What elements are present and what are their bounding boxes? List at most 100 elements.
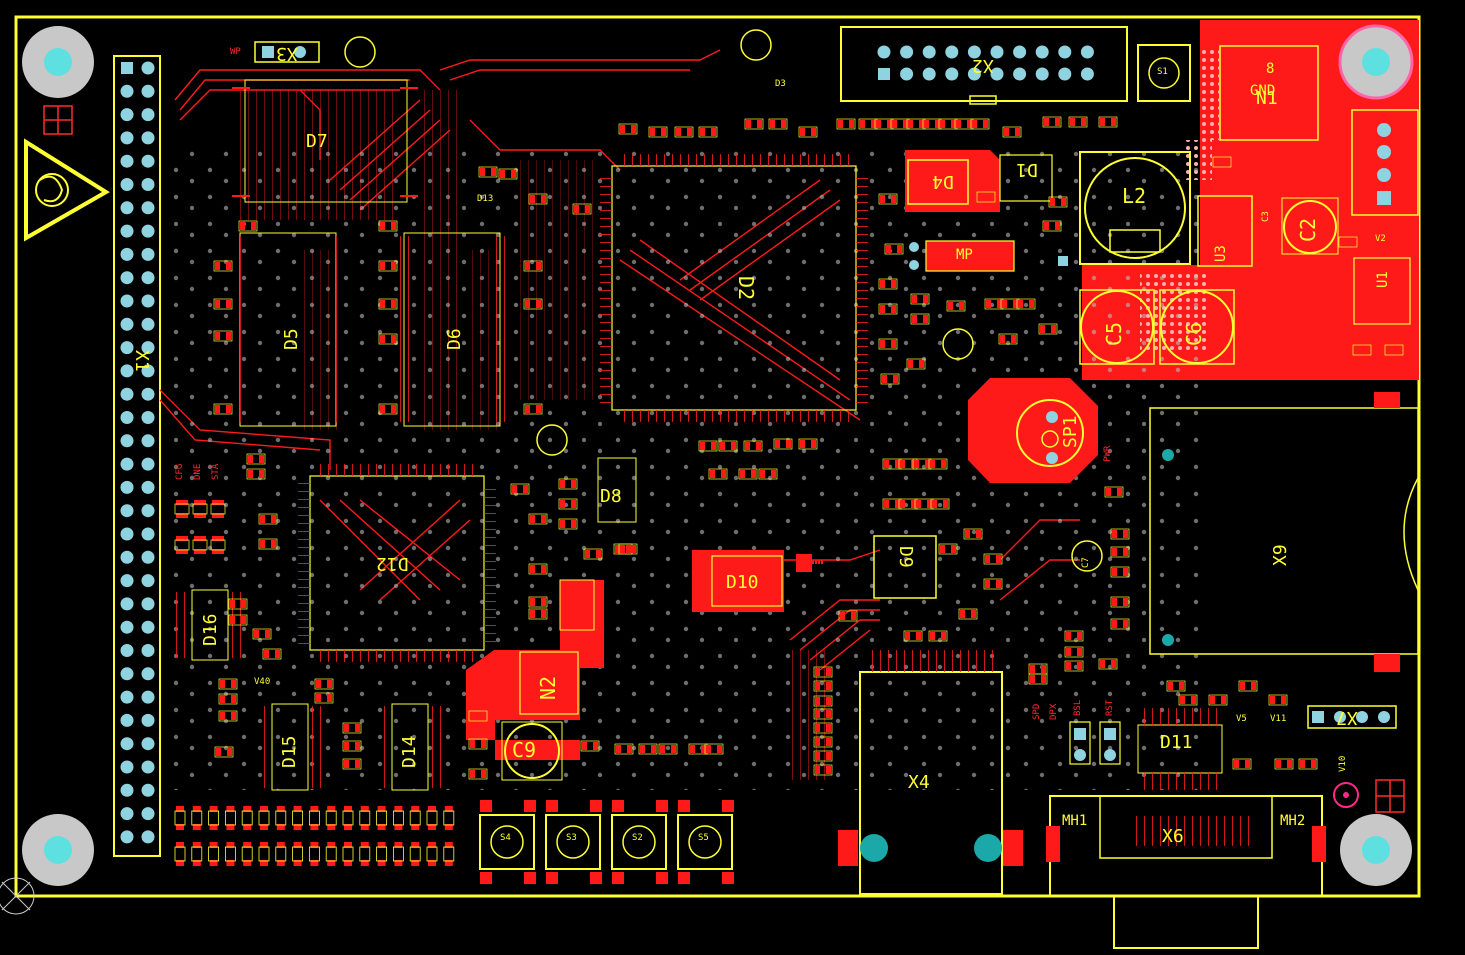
label-x9: X9 [1270, 544, 1291, 566]
label-x6: X6 [1162, 826, 1184, 847]
fiducial-circle [1333, 782, 1359, 808]
label-spd: SPD [1032, 703, 1042, 720]
label-mh2: MH2 [1280, 813, 1306, 829]
label-mh1: MH1 [1062, 813, 1088, 829]
d7-chip [232, 79, 418, 203]
label-d4: D4 [932, 171, 954, 192]
rst-jumper [1099, 721, 1121, 765]
d9-chip [873, 535, 937, 599]
l2-inductor [1079, 151, 1191, 265]
label-dpx: DPX [1049, 703, 1059, 720]
label-d9: D9 [895, 546, 916, 568]
label-d13: D13 [477, 194, 494, 204]
d12-qfp-chip [298, 464, 496, 662]
label-n1: N1 [1256, 88, 1278, 109]
label-8: 8 [1266, 61, 1275, 77]
x2-pin-header [840, 26, 1128, 105]
label-u1: U1 [1375, 271, 1391, 288]
d2-qfp-chip [600, 154, 868, 422]
x7-header [1307, 705, 1397, 729]
label-d3: D3 [775, 79, 786, 89]
label-d14: D14 [399, 735, 420, 768]
label-v40: V40 [254, 677, 271, 687]
label-x1: X1 [131, 350, 152, 372]
label-c2: C2 [1296, 217, 1320, 242]
label-c9: C9 [512, 738, 537, 762]
d10-copper [692, 550, 784, 612]
label-s1: S1 [1157, 67, 1168, 77]
label-d11: D11 [1160, 732, 1193, 753]
c9-capacitor [501, 721, 563, 781]
c-tantalum-caps [344, 29, 1103, 572]
crosshair-marker [0, 877, 35, 915]
d1-chip [999, 154, 1053, 202]
mounting-holes [22, 24, 1414, 886]
label-sp1: SP1 [1060, 415, 1081, 448]
label-c6: C6 [1182, 321, 1206, 346]
board-outline [14, 15, 1421, 898]
label-d15: D15 [279, 735, 300, 768]
x4-connector [838, 650, 1023, 895]
label-n2: N2 [536, 675, 560, 700]
label-v11: V11 [1270, 714, 1287, 724]
usb-overhang [1113, 895, 1259, 949]
x6-connector [1046, 795, 1326, 897]
label-dne: DNE [193, 463, 203, 480]
c5-capacitor [1079, 289, 1155, 365]
label-d6: D6 [444, 328, 465, 350]
label-x7: X7 [1336, 707, 1358, 728]
label-wp: WP [230, 47, 241, 57]
label-d16: D16 [200, 613, 221, 646]
n2-copper [466, 580, 604, 760]
label-c3: C3 [1261, 211, 1271, 222]
label-c5: C5 [1102, 321, 1126, 346]
fiducial-square-right [1375, 779, 1405, 813]
d8-chip [597, 457, 637, 523]
label-d12: D12 [376, 553, 409, 574]
bsl-jumper [1069, 721, 1091, 765]
x1-pin-header [113, 55, 161, 857]
label-u3: U3 [1213, 245, 1229, 262]
d4-copper [905, 150, 1000, 212]
label-d5: D5 [281, 328, 302, 350]
label-d10: D10 [726, 572, 759, 593]
label-v10: V10 [1338, 755, 1348, 772]
label-d1: D1 [1016, 159, 1038, 180]
label-s4: S4 [500, 833, 511, 843]
label-rst: RST [1105, 699, 1115, 716]
x9-card-slot [1149, 392, 1419, 672]
resistor-row-bottom [174, 806, 455, 866]
label-cfg: CFG [175, 463, 185, 480]
x3-header [254, 41, 320, 63]
label-d8: D8 [600, 486, 622, 507]
label-gnd: GND [1250, 83, 1276, 99]
led-resistors [174, 500, 226, 554]
label-s5: S5 [698, 833, 709, 843]
label-d7: D7 [306, 131, 328, 152]
label-bsl: BSL [1073, 699, 1083, 716]
label-sta: STA [211, 463, 221, 480]
label-s2: S2 [632, 833, 643, 843]
c6-capacitor [1159, 289, 1235, 365]
sp1-buzzer [968, 378, 1098, 483]
fiducial-square-left [43, 105, 73, 135]
label-x2: X2 [972, 55, 994, 76]
label-l2: L2 [1122, 184, 1147, 208]
label-v5: V5 [1236, 714, 1247, 724]
label-pwr: PWR [1103, 445, 1113, 462]
label-v2: V2 [1375, 234, 1386, 244]
label-s3: S3 [566, 833, 577, 843]
power-connector [1351, 109, 1419, 216]
label-x4: X4 [908, 772, 930, 793]
c2-capacitor [1281, 197, 1339, 255]
label-mp: MP [956, 247, 973, 263]
label-d2: D2 [734, 276, 758, 301]
label-c7: C7 [1081, 557, 1091, 568]
u1-chip [1353, 257, 1411, 325]
u3-chip [1197, 195, 1253, 267]
mp-copper [925, 240, 1015, 272]
s1-switch [1137, 44, 1191, 102]
tactile-switches [479, 800, 734, 884]
esd-warning-symbol [24, 138, 110, 242]
